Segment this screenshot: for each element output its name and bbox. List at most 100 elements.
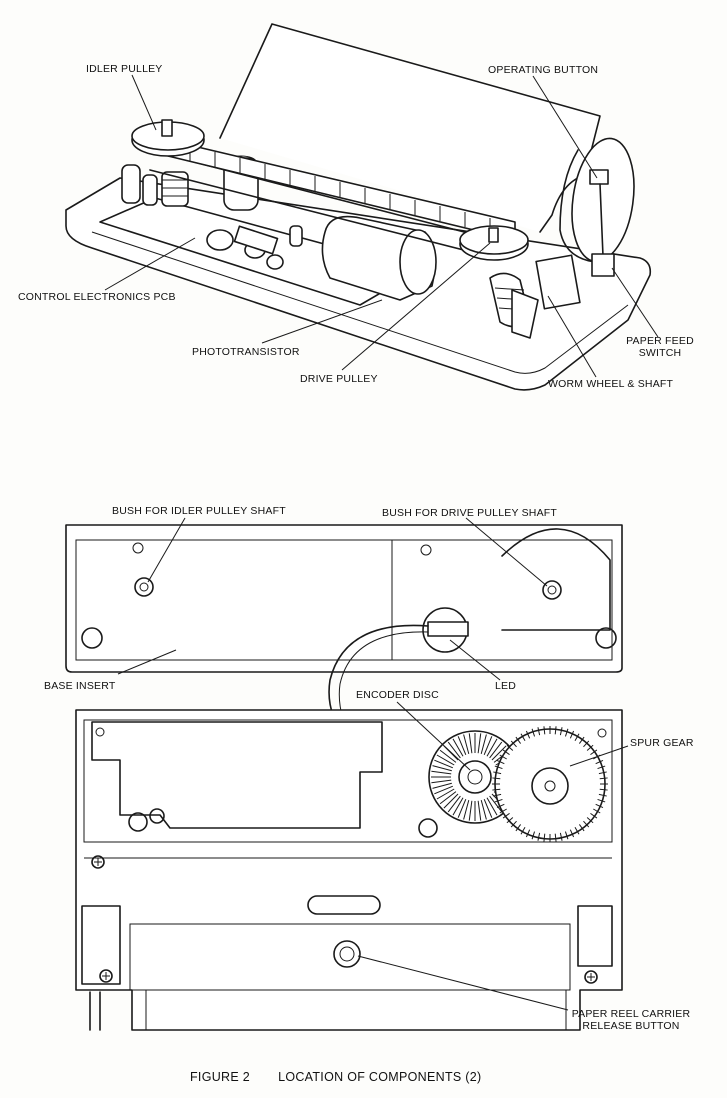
gear-tooth [599,788,608,791]
figure-number: FIGURE 2 [190,1070,251,1084]
encoder-slot [431,779,452,784]
gear-tooth [499,808,507,814]
encoder-slot [489,741,503,759]
encoder-slot [432,765,452,772]
gear-tooth [531,728,536,737]
bush-idler-shaft [134,577,154,597]
encoder-slot [463,800,470,820]
gear-tooth [510,820,517,828]
gear-tooth [593,808,601,814]
label-paper-feed-line2: SWITCH [638,347,682,359]
paper-sheet [219,23,601,233]
paper-feed-switch [591,253,615,277]
gear-tooth [537,727,541,736]
gear-tooth [531,831,536,840]
bush-drive-shaft [542,580,562,600]
encoder-slot [439,791,457,805]
operating-button [589,169,609,185]
worm-shaft [535,254,581,310]
gear-tooth [543,833,546,842]
encoder-slot [434,759,454,769]
encoder-slot [443,793,459,809]
gear-tooth [598,793,607,797]
encoder-slot [436,788,455,800]
label-bush-drive: BUSH FOR DRIVE PULLEY SHAFT [382,507,557,519]
gear-tooth [597,798,606,803]
encoder-slot [447,741,461,759]
label-drive-pulley: DRIVE PULLEY [300,373,378,385]
gear-tooth [583,740,590,748]
encoder-slot [447,795,461,813]
encoder-slot [468,800,473,821]
drive-gear-housing [501,528,611,631]
gear-tooth [597,765,606,770]
gear-tooth [564,728,569,737]
label-encoder-disc: ENCODER DISC [356,689,439,701]
gear-tooth [583,820,590,828]
gear-tooth [554,833,557,842]
encoder-slot [477,800,482,821]
gear-tooth [494,798,503,803]
ic-chip [233,225,279,255]
component [266,254,284,270]
screw [91,855,105,869]
gear-tooth [496,803,505,809]
gear-tooth [492,788,501,791]
encoder-slot [489,795,503,813]
gear-tooth [502,749,510,756]
gear-tooth [520,733,526,741]
gear-tooth [586,817,594,824]
gear-tooth [590,749,598,756]
gear-tooth [595,759,604,765]
label-idler-pulley: IDLER PULLEY [86,63,163,75]
gear-tooth [569,829,575,838]
encoder-slot [483,736,493,756]
gear-tooth [559,832,563,841]
pcb-cutout [91,721,383,829]
gear-tooth [506,744,514,751]
encoder-slot [486,738,498,757]
encoder-slot [457,798,467,818]
label-worm-wheel: WORM WHEEL & SHAFT [548,378,674,390]
label-base-insert: BASE INSERT [44,680,116,692]
encoder-slot [434,785,454,795]
gear-tooth [574,733,580,741]
encoder-slot [477,733,482,754]
gear-tooth [525,730,531,739]
bottom-leader-lines [117,517,629,1011]
gear-tooth [499,754,507,760]
gear-tooth [515,824,522,832]
label-release-button: PAPER REEL CARRIER RELEASE BUTTON [568,1008,694,1032]
gear-tooth [598,771,607,775]
gear-tooth [492,777,501,780]
release-slot [307,895,381,915]
gear-tooth [525,829,531,838]
capacitor [142,174,158,206]
gear-tooth [502,812,510,819]
gear-tooth [595,803,604,809]
gear-tooth [599,777,608,780]
gear-tooth [506,817,514,824]
label-paper-feed-line1: PAPER FEED [626,335,694,347]
gear-tooth [493,793,502,797]
gear-tooth [590,812,598,819]
encoder-slot [468,733,473,754]
top-leader-lines [104,74,659,378]
label-paper-feed-switch: PAPER FEED SWITCH [624,335,696,359]
component [289,225,303,247]
screw [99,969,113,983]
gear-tooth [564,831,569,840]
encoder-slot [480,800,487,820]
label-spur-gear: SPUR GEAR [630,737,694,749]
gear-tooth [515,736,522,744]
encoder-slot [480,734,487,754]
gear-tooth [578,736,585,744]
encoder-slot [436,754,455,766]
gear-tooth [543,726,546,735]
gear-bracket [511,289,539,339]
led [427,621,469,637]
spur-gear [492,726,608,842]
